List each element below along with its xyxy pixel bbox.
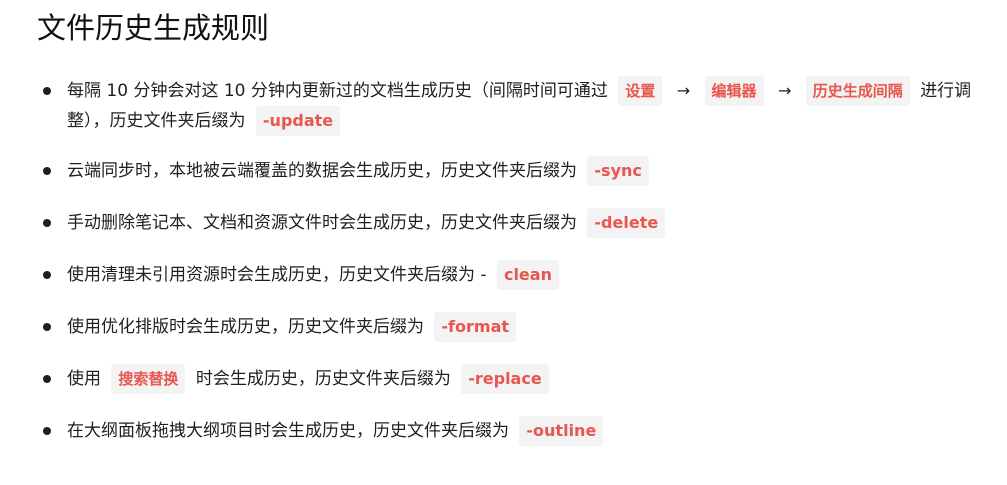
settings-path-chip: 设置	[618, 76, 663, 106]
rule-text: 手动删除笔记本、文档和资源文件时会生成历史，历史文件夹后缀为	[67, 213, 577, 233]
suffix-update-code: -update	[255, 106, 341, 136]
rules-list: 每隔 10 分钟会对这 10 分钟内更新过的文档生成历史（间隔时间可通过 设置 …	[0, 76, 1007, 446]
rule-text: 在大纲面板拖拽大纲项目时会生成历史，历史文件夹后缀为	[67, 421, 509, 441]
suffix-clean-code: clean	[496, 260, 559, 290]
suffix-outline-code: -outline	[519, 416, 604, 446]
rule-text: 使用优化排版时会生成历史，历史文件夹后缀为	[67, 317, 424, 337]
list-item-clean-rule: 使用清理未引用资源时会生成历史，历史文件夹后缀为 - clean	[0, 260, 1007, 290]
rule-text: 云端同步时，本地被云端覆盖的数据会生成历史，历史文件夹后缀为	[67, 161, 577, 181]
path-arrow-icon: →	[777, 81, 792, 100]
suffix-delete-code: -delete	[587, 208, 666, 238]
rule-text: 进行调整），历史文件夹后缀为	[67, 81, 972, 131]
list-item-replace-rule: 使用 搜索替换 时会生成历史，历史文件夹后缀为 -replace	[0, 364, 1007, 394]
history-interval-path-chip: 历史生成间隔	[805, 76, 910, 106]
suffix-format-code: -format	[434, 312, 517, 342]
rule-text: 使用	[67, 369, 101, 389]
rule-text: 时会生成历史，历史文件夹后缀为	[195, 369, 451, 389]
suffix-replace-code: -replace	[461, 364, 549, 394]
path-arrow-icon: →	[676, 81, 691, 100]
rule-text: 使用清理未引用资源时会生成历史，历史文件夹后缀为 -	[67, 265, 487, 285]
search-replace-chip: 搜索替换	[111, 364, 186, 394]
list-item-sync-rule: 云端同步时，本地被云端覆盖的数据会生成历史，历史文件夹后缀为 -sync	[0, 156, 1007, 186]
list-item-update-rule: 每隔 10 分钟会对这 10 分钟内更新过的文档生成历史（间隔时间可通过 设置 …	[0, 76, 1007, 136]
editor-path-chip: 编辑器	[704, 76, 764, 106]
rule-text: 每隔 10 分钟会对这 10 分钟内更新过的文档生成历史（间隔时间可通过	[67, 81, 608, 101]
list-item-format-rule: 使用优化排版时会生成历史，历史文件夹后缀为 -format	[0, 312, 1007, 342]
page-title: 文件历史生成规则	[37, 11, 270, 45]
list-item-outline-rule: 在大纲面板拖拽大纲项目时会生成历史，历史文件夹后缀为 -outline	[0, 416, 1007, 446]
list-item-delete-rule: 手动删除笔记本、文档和资源文件时会生成历史，历史文件夹后缀为 -delete	[0, 208, 1007, 238]
suffix-sync-code: -sync	[587, 156, 649, 186]
